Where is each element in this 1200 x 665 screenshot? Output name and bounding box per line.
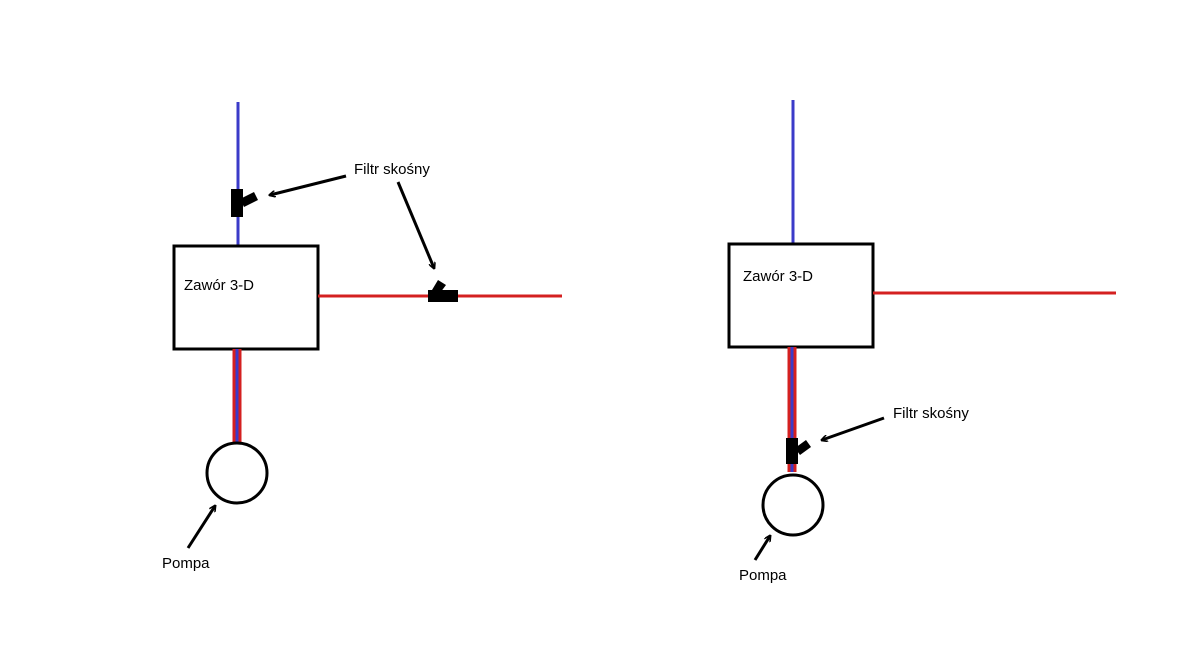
right-pump-arrow bbox=[753, 536, 770, 561]
left-valve-box bbox=[172, 244, 320, 351]
right-pump-label: Pompa bbox=[739, 567, 787, 584]
right-filter-arrow bbox=[822, 416, 885, 440]
left-pump-icon bbox=[205, 441, 269, 505]
right-diagram: Zawór 3-D Filtr skośny Pompa bbox=[727, 100, 1116, 584]
left-filter-arrow-1 bbox=[270, 174, 347, 195]
left-filter-arrow-2 bbox=[396, 181, 434, 268]
left-filter-label: Filtr skośny bbox=[354, 161, 430, 178]
right-valve-label: Zawór 3-D bbox=[743, 268, 813, 285]
right-filter-label: Filtr skośny bbox=[893, 405, 969, 422]
left-pump-label: Pompa bbox=[162, 555, 210, 572]
left-diagram: Zawór 3-D Filtr skośny Pompa bbox=[162, 102, 562, 572]
left-filter-right-icon bbox=[428, 280, 458, 302]
left-filter-top-icon bbox=[231, 189, 258, 217]
left-valve-label: Zawór 3-D bbox=[184, 277, 254, 294]
left-mixed-pipe bbox=[232, 349, 242, 442]
right-valve-box bbox=[727, 242, 875, 349]
left-pump-arrow bbox=[186, 506, 215, 549]
right-pump-icon bbox=[761, 473, 825, 537]
right-filter-icon bbox=[786, 438, 811, 464]
